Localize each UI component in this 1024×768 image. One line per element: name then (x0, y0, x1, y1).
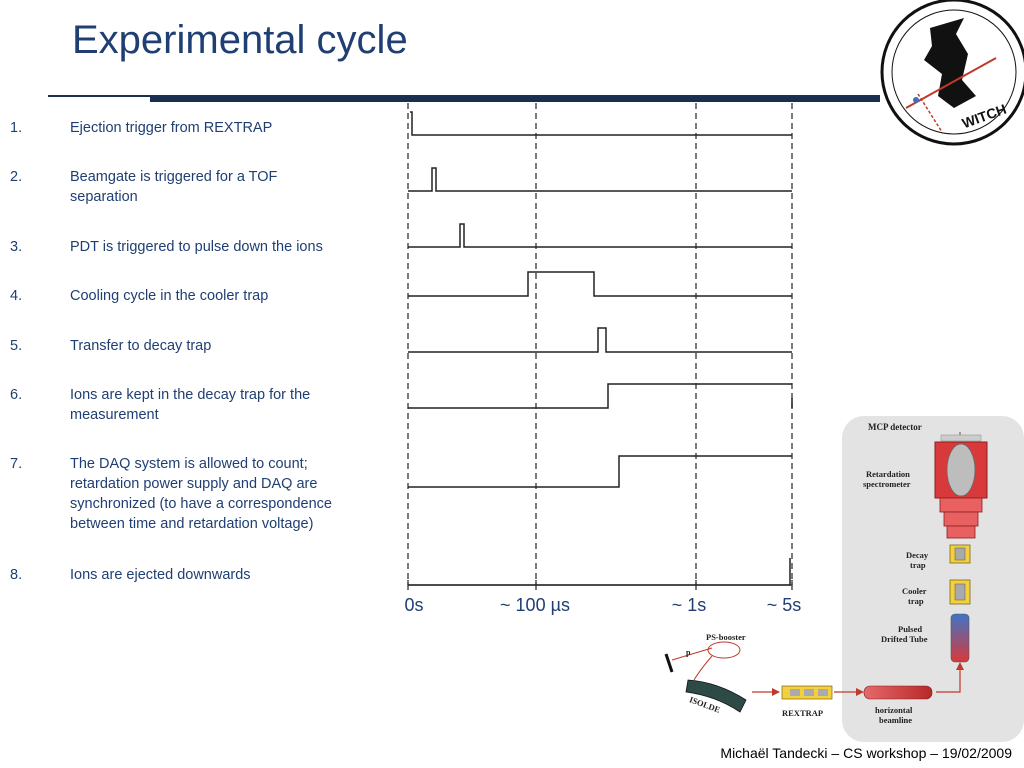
signal-trace-3 (408, 223, 792, 248)
step-text: Ejection trigger from REXTRAP (70, 120, 273, 136)
step-number: 6. (10, 387, 23, 403)
witch-logo: WITCH (880, 0, 1024, 146)
step-text: Ions are ejected downwards (70, 567, 251, 583)
time-label-1: 0s (404, 595, 423, 615)
signal-trace-6 (408, 383, 793, 409)
time-label-4: ~ 5s (767, 595, 802, 615)
cooler-trap-label-1: Cooler (902, 586, 927, 596)
step-text: The DAQ system is allowed to count;retar… (70, 456, 332, 532)
step-number: 5. (10, 338, 23, 354)
signal-trace-1 (410, 111, 792, 136)
timing-diagram: 0s ~ 100 µs ~ 1s ~ 5s (404, 103, 802, 615)
step-number: 1. (10, 120, 23, 136)
step-number: 4. (10, 288, 23, 304)
time-label-2: ~ 100 µs (500, 595, 570, 615)
pdt-label-1: Pulsed (898, 624, 922, 634)
title-rule-thick (150, 97, 880, 102)
decay-trap-label-2: trap (910, 560, 926, 570)
mcp-label: MCP detector (868, 422, 922, 432)
page-title: Experimental cycle (72, 18, 408, 62)
horizontal-label-1: horizontal (875, 705, 913, 715)
horizontal-label-2: beamline (879, 715, 912, 725)
step-number: 3. (10, 239, 23, 255)
signal-trace-7 (408, 455, 792, 488)
retardation-label: Retardation (866, 469, 910, 479)
footer-text: Michaël Tandecki – CS workshop – 19/02/2… (720, 745, 1012, 761)
rextrap-label: REXTRAP (782, 708, 823, 718)
step-number: 8. (10, 567, 23, 583)
cooler-trap-label-2: trap (908, 596, 924, 606)
signal-trace-2 (408, 167, 792, 192)
signal-trace-4 (408, 271, 792, 297)
signal-trace-8 (408, 558, 791, 586)
decay-trap-label-1: Decay (906, 550, 929, 560)
proton-label: p (686, 648, 691, 657)
title-rule (48, 95, 880, 97)
ps-booster-label: PS-booster (706, 632, 746, 642)
spectrometer-label: spectrometer (863, 479, 911, 489)
step-text: Cooling cycle in the cooler trap (70, 288, 269, 304)
step-number: 7. (10, 456, 23, 472)
step-text: Transfer to decay trap (70, 338, 212, 354)
signal-trace-5 (408, 327, 792, 353)
step-number: 2. (10, 169, 23, 185)
time-label-3: ~ 1s (672, 595, 707, 615)
pdt-label-2: Drifted Tube (881, 634, 928, 644)
step-text: PDT is triggered to pulse down the ions (70, 239, 323, 255)
